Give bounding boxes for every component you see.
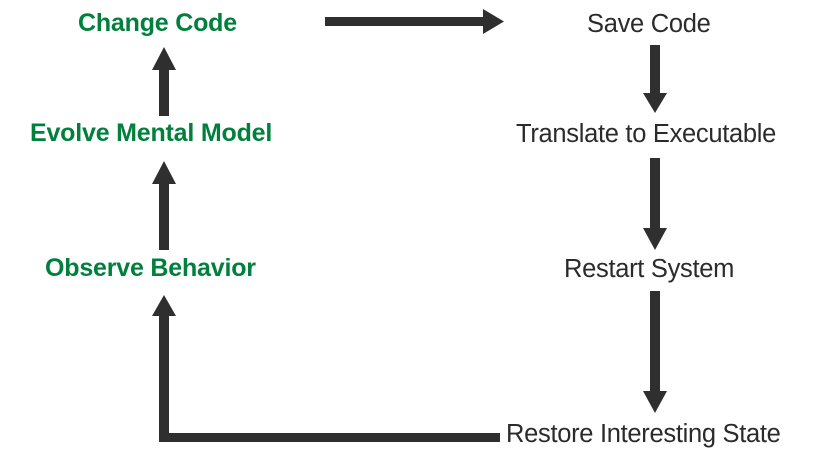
node-observe-behavior: Observe Behavior (45, 254, 256, 282)
arrow-restore-to-observe (152, 295, 500, 442)
arrow-observe-to-evolve (152, 161, 176, 250)
arrow-evolve-to-change-code (152, 47, 176, 116)
node-evolve-mental-model: Evolve Mental Model (30, 119, 273, 147)
node-restart-system: Restart System (564, 255, 735, 283)
node-save-code: Save Code (587, 10, 711, 38)
node-restore-interesting-state: Restore Interesting State (506, 420, 781, 448)
arrow-save-code-to-translate (643, 45, 667, 113)
node-translate-to-executable: Translate to Executable (516, 120, 777, 148)
arrow-restart-to-restore (643, 291, 667, 413)
node-change-code: Change Code (78, 9, 237, 37)
arrow-translate-to-restart (643, 158, 667, 250)
arrow-change-code-to-save-code (325, 9, 504, 34)
